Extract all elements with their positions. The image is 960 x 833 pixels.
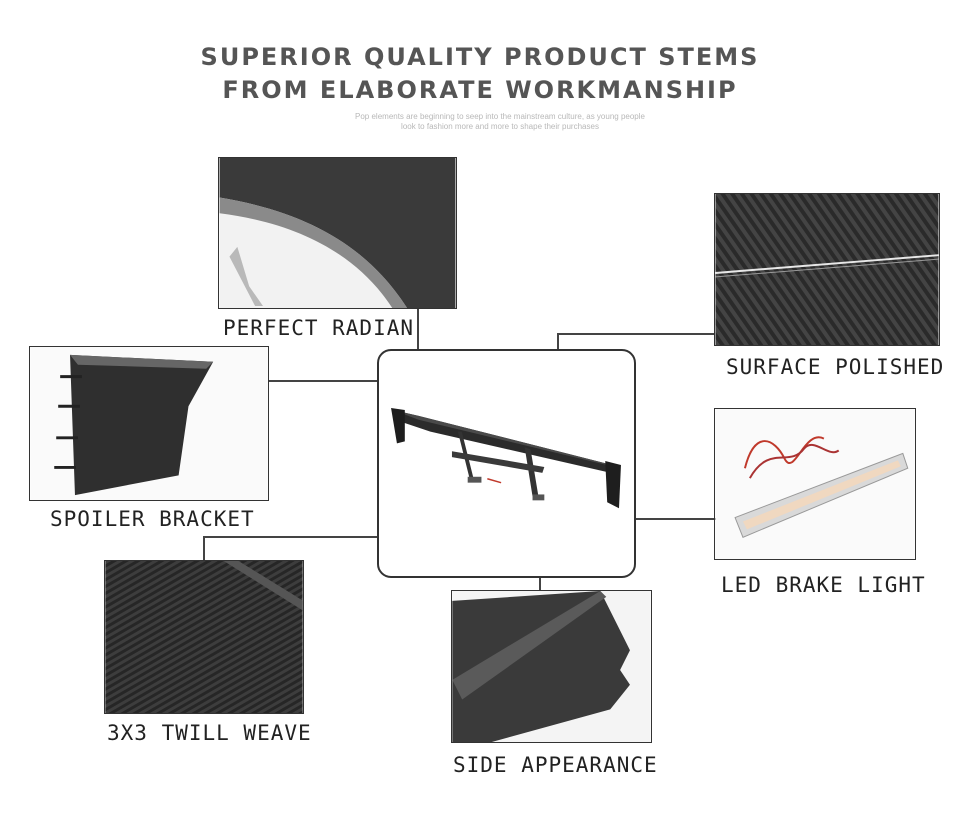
side-endplate-icon — [452, 591, 651, 742]
side-appearance-photo — [451, 590, 652, 743]
led-bar-icon — [715, 409, 915, 559]
curved-carbon-icon — [219, 158, 456, 308]
connector-surface-polished-v — [557, 333, 559, 350]
connector-led-brake-light — [636, 518, 716, 520]
connector-perfect-radian — [417, 308, 419, 350]
connector-twill-h — [203, 536, 378, 538]
subtitle-line-2: look to fashion more and more to shape t… — [401, 122, 599, 131]
label-twill-weave: 3X3 TWILL WEAVE — [107, 721, 312, 745]
carbon-spoiler-icon — [391, 407, 621, 509]
connector-twill-v — [203, 536, 205, 560]
bracket-icon — [30, 347, 268, 500]
spoiler-bracket-photo — [29, 346, 269, 501]
connector-spoiler-bracket — [268, 380, 378, 382]
label-led-brake-light: LED BRAKE LIGHT — [721, 573, 926, 597]
connector-side-appearance — [539, 577, 541, 591]
carbon-weave-icon — [715, 194, 939, 345]
subtitle-line-1: Pop elements are beginning to seep into … — [355, 112, 645, 121]
label-spoiler-bracket: SPOILER BRACKET — [50, 507, 255, 531]
label-perfect-radian: PERFECT RADIAN — [223, 316, 415, 340]
center-product-frame — [377, 349, 636, 578]
twill-weave-photo — [104, 560, 304, 714]
label-surface-polished: SURFACE POLISHED — [726, 355, 945, 379]
headline-line-2: FROM ELABORATE WORKMANSHIP — [222, 76, 738, 104]
perfect-radian-photo — [218, 157, 457, 309]
connector-surface-polished-h — [557, 333, 715, 335]
surface-polished-photo — [714, 193, 940, 346]
headline-line-1: SUPERIOR QUALITY PRODUCT STEMS — [200, 43, 760, 71]
led-brake-light-photo — [714, 408, 916, 560]
twill-weave-icon — [105, 561, 303, 713]
label-side-appearance: SIDE APPEARANCE — [453, 753, 658, 777]
